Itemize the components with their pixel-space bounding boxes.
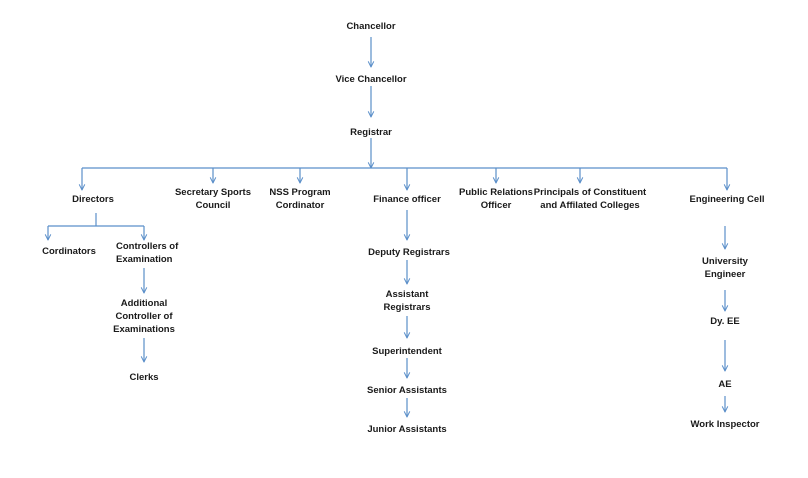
node-chancellor: Chancellor: [346, 21, 396, 32]
node-public-relations-line1: Public Relations: [459, 187, 533, 198]
node-secretary-sports-line1: Secretary Sports: [174, 187, 252, 198]
node-assistant-registrars: Assistant Registrars: [362, 288, 452, 314]
node-university-engineer-line1: University: [702, 256, 748, 267]
node-university-engineer: University Engineer: [680, 255, 770, 281]
node-nss-coordinator: NSS Program Cordinator: [256, 186, 344, 212]
node-public-relations-line2: Officer: [480, 200, 512, 211]
node-public-relations: Public Relations Officer: [446, 186, 546, 212]
node-registrar: Registrar: [350, 127, 392, 138]
node-controllers-line2: Examination: [116, 254, 173, 265]
node-nss-line2: Cordinator: [275, 200, 325, 211]
node-assistant-registrars-line1: Assistant: [385, 289, 429, 300]
node-senior-assistants: Senior Assistants: [367, 385, 447, 396]
node-cordinators: Cordinators: [42, 246, 96, 257]
node-dy-ee: Dy. EE: [710, 316, 740, 327]
node-vice-chancellor: Vice Chancellor: [335, 74, 407, 85]
node-controllers-examination: Controllers of Examination: [116, 240, 206, 266]
node-superintendent: Superintendent: [372, 346, 442, 357]
node-ae: AE: [718, 379, 732, 390]
node-directors: Directors: [72, 194, 114, 205]
node-principals-line1: Principals of Constituent: [533, 187, 647, 198]
node-clerks: Clerks: [129, 372, 159, 383]
node-controllers-line1: Controllers of: [116, 241, 179, 252]
node-deputy-registrars: Deputy Registrars: [368, 247, 450, 258]
node-principals-line2: and Affilated Colleges: [540, 200, 640, 211]
node-university-engineer-line2: Engineer: [704, 269, 746, 280]
node-engineering-cell: Engineering Cell: [689, 194, 765, 205]
node-work-inspector: Work Inspector: [690, 419, 760, 430]
node-secretary-sports-line2: Council: [195, 200, 231, 211]
node-additional-line2: Controller of: [115, 311, 173, 322]
node-additional-line3: Examinations: [113, 324, 175, 335]
node-junior-assistants: Junior Assistants: [367, 424, 447, 435]
node-assistant-registrars-line2: Registrars: [383, 302, 431, 313]
node-finance-officer: Finance officer: [373, 194, 441, 205]
node-principals: Principals of Constituent and Affilated …: [522, 186, 658, 212]
node-secretary-sports: Secretary Sports Council: [165, 186, 261, 212]
node-additional-line1: Additional: [120, 298, 168, 309]
node-additional-controller: Additional Controller of Examinations: [100, 297, 188, 336]
node-nss-line1: NSS Program: [269, 187, 331, 198]
